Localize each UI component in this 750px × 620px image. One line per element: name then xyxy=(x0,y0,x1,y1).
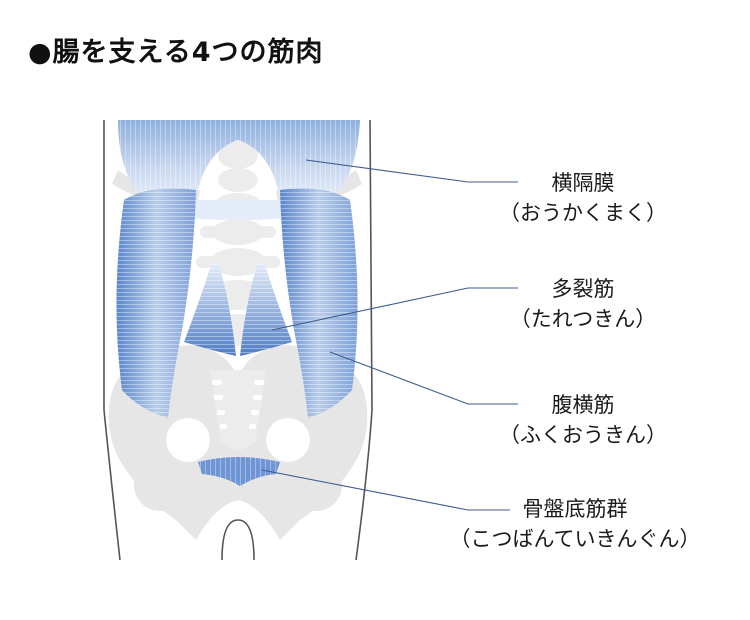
page-title: ●腸を支える4つの筋肉 xyxy=(28,37,324,68)
torso-outline-left xyxy=(103,120,121,561)
torso-outline-right xyxy=(355,119,373,561)
label-diaphragm-name: 横隔膜 xyxy=(551,171,615,195)
leader-line-pelvic-floor xyxy=(261,469,510,511)
label-transversus-name: 腹横筋 xyxy=(551,393,615,417)
label-transversus: 腹横筋 （ふくおうきん） xyxy=(478,390,688,450)
label-diaphragm: 横隔膜 （おうかくまく） xyxy=(478,168,688,228)
label-transversus-reading: （ふくおうきん） xyxy=(499,423,667,447)
sacrum xyxy=(210,370,266,450)
diaphragm-muscle xyxy=(118,120,360,220)
label-multifidus-reading: （たれつきん） xyxy=(509,307,657,331)
label-multifidus: 多裂筋 （たれつきん） xyxy=(478,274,688,334)
leader-lines xyxy=(261,159,518,511)
label-diaphragm-reading: （おうかくまく） xyxy=(499,201,667,225)
multifidus-muscle xyxy=(184,262,292,356)
crotch-outline xyxy=(221,519,255,561)
leader-line-diaphragm xyxy=(305,159,518,183)
label-pelvic-floor: 骨盤底筋群 （こつばんていきんぐん） xyxy=(440,494,710,554)
transversus-abdominis-muscle xyxy=(116,188,358,418)
label-pelvic-floor-reading: （こつばんていきんぐん） xyxy=(449,527,701,551)
leader-line-transversus xyxy=(329,351,518,405)
label-multifidus-name: 多裂筋 xyxy=(551,277,615,301)
label-pelvic-floor-name: 骨盤底筋群 xyxy=(522,497,628,521)
leader-line-multifidus xyxy=(271,287,518,331)
pelvic-floor-muscle xyxy=(198,457,280,486)
